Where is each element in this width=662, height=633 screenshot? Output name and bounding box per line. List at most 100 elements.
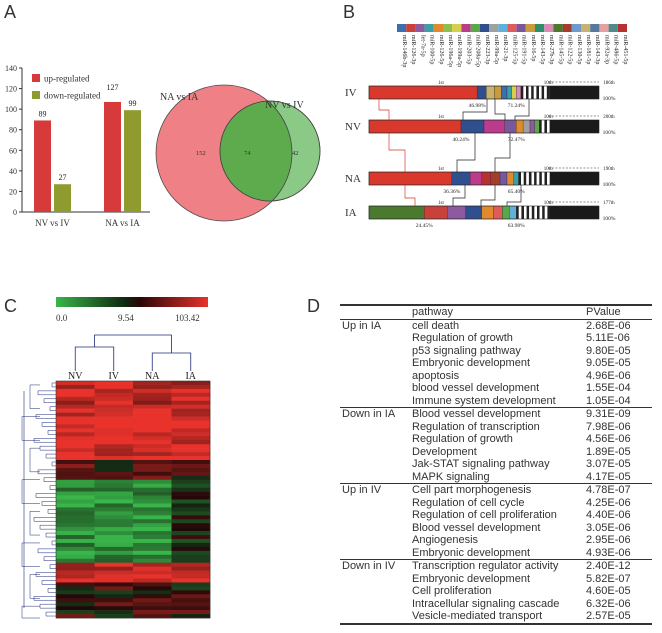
heatmap-cell <box>94 566 134 571</box>
mirna-label: miR-126-3p <box>410 35 416 64</box>
heatmap-cell <box>133 475 172 481</box>
pvalue-cell: 9.80E-05 <box>586 344 631 357</box>
legend-swatch-miR-100-5p <box>424 24 434 32</box>
pvalue-cell: 4.78E-07 <box>586 484 631 496</box>
heatmap-cell <box>94 523 134 528</box>
heatmap-cell <box>56 471 95 477</box>
group-label <box>340 534 410 547</box>
column-label-NV: NV <box>68 371 83 382</box>
pathway-cell: blood vessel development <box>412 382 540 394</box>
heatmap-cell <box>56 523 95 528</box>
stripe <box>539 172 542 185</box>
row-dendro-branch <box>41 580 56 585</box>
heatmap-cell <box>133 381 172 386</box>
heatmap-cell <box>171 416 211 421</box>
pathway-cell: p53 signaling pathway <box>412 344 521 357</box>
rank-tenth: 10th <box>544 201 553 206</box>
heatmap-cell <box>94 392 134 398</box>
heatmap-cell <box>56 582 95 587</box>
heatmap-cell <box>94 456 134 461</box>
heatmap-cell <box>133 554 172 560</box>
row-dendro-branch <box>41 501 56 506</box>
heatmap-cell <box>94 606 134 611</box>
bar-data-label: 89 <box>39 109 47 118</box>
venn-overlap <box>220 101 293 201</box>
legend-swatch-let-7a-5p <box>415 24 425 32</box>
heatmap-cell <box>133 483 172 488</box>
heatmap-cell <box>56 602 95 607</box>
row-dendro-branch <box>35 493 56 498</box>
y-tick-label: 120 <box>5 85 17 94</box>
heatmap-cell <box>133 582 172 587</box>
mid-pct: 63.98% <box>508 223 525 229</box>
heatmap-cell <box>56 412 95 417</box>
heatmap-cell <box>133 444 172 449</box>
row-dendro-branch <box>29 574 40 599</box>
mirna-label: let-7a-5p <box>419 35 425 57</box>
row-dendro-branch <box>47 588 56 593</box>
heatmap-cell <box>171 570 211 575</box>
row-dendro-branch <box>21 542 40 567</box>
heatmap-cell <box>133 440 172 445</box>
heatmap-cell <box>171 428 211 433</box>
pvalue-cell: 6.32E-06 <box>586 597 631 610</box>
heatmap-cell <box>56 614 95 619</box>
row-dendro-branch <box>47 430 56 435</box>
pvalue-cell: 9.05E-05 <box>586 357 631 369</box>
heatmap-cell <box>94 507 134 512</box>
pathway-cell: MAPK signaling <box>412 470 490 483</box>
header-group <box>340 305 410 319</box>
heatmap-cell <box>56 550 95 556</box>
heatmap-cell <box>56 392 95 398</box>
mid-pct: 71.24% <box>508 103 525 109</box>
stripe <box>546 86 550 99</box>
heatmap-cell <box>56 388 95 394</box>
heatmap-cell <box>171 487 211 492</box>
heatmap-cell <box>94 594 134 599</box>
heatmap-cell <box>171 396 211 402</box>
heatmap-cell <box>171 523 211 528</box>
legend-swatch-miR-203-5p <box>461 24 471 32</box>
row-dendro-branch <box>45 532 56 538</box>
heatmap-cell <box>56 456 95 461</box>
heatmap-cell <box>133 531 172 536</box>
rank-last: 190th <box>603 167 615 172</box>
row-dendro-branch <box>47 509 56 514</box>
heatmap-cell <box>56 578 95 583</box>
heatmap-cell <box>56 507 95 512</box>
heatmap-cell <box>94 527 134 532</box>
panel-letter-b: B <box>343 2 356 22</box>
heatmap-frame <box>55 380 211 619</box>
heatmap-cell <box>56 448 95 453</box>
rank-first: 1st <box>438 167 444 172</box>
dendro-branch <box>151 352 192 371</box>
heatmap-cell <box>56 594 95 599</box>
column-dendrogram <box>74 334 192 371</box>
stripe <box>531 206 535 219</box>
heatmap-cell <box>56 463 95 469</box>
rank-tenth: 10th <box>544 167 553 172</box>
panel-letter-a: A <box>4 2 17 22</box>
heatmap-cell <box>94 444 134 449</box>
heatmap-cell <box>94 420 134 425</box>
stripe <box>544 86 547 99</box>
stripe <box>539 120 542 133</box>
pathway-cell: Blood vessel development <box>412 408 541 420</box>
heatmap-cell <box>133 400 172 405</box>
stripe <box>531 172 535 185</box>
legend-swatch-miR-16-5p <box>525 24 535 32</box>
mirna-label: miR-145-5p <box>557 35 563 64</box>
heatmap-cell <box>94 388 134 394</box>
heatmap-cell <box>56 566 95 571</box>
heatmap-cell <box>171 539 211 544</box>
heatmap-cell <box>171 527 211 532</box>
group-label <box>340 458 410 471</box>
